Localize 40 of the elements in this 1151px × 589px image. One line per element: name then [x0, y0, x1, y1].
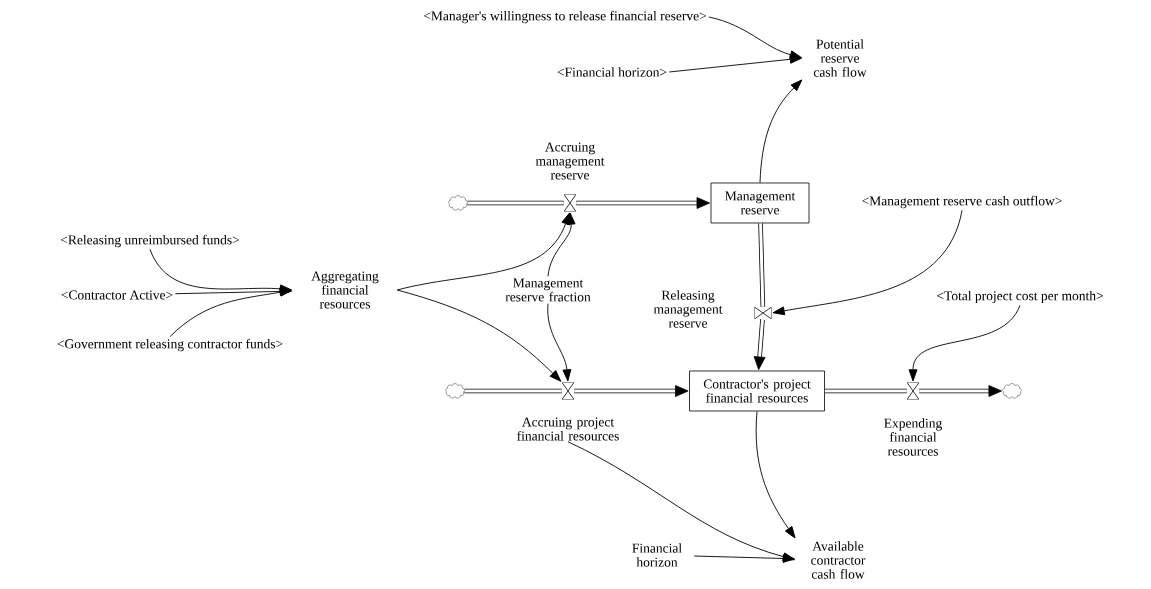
- flow-pipe: [464, 388, 562, 394]
- arrow: [668, 54, 802, 73]
- stock-box: Contractor's project financial resources: [689, 370, 825, 412]
- arrow: [547, 212, 576, 277]
- stock-box: Management reserve: [710, 182, 810, 224]
- cloud-symbol: [445, 383, 465, 399]
- arrow: [772, 209, 963, 316]
- cloud-symbol: [1002, 383, 1022, 399]
- arrow: [908, 304, 1021, 382]
- arrow: [547, 303, 572, 382]
- arrow: [396, 212, 570, 291]
- flow-label: Accruing management reserve: [535, 142, 605, 180]
- variable-label: <Manager's willingness to release financial reserve>: [423, 10, 707, 24]
- variable-label: Financial horizon: [632, 543, 682, 567]
- arrow: [396, 289, 562, 382]
- flow-pipe: [576, 197, 710, 209]
- flow-pipe: [467, 200, 564, 206]
- flow-pipe: [824, 388, 907, 394]
- variable-label: <Total project cost per month>: [937, 290, 1103, 304]
- flow-pipe: [919, 385, 1002, 397]
- flow-label: Accruing project financial resources: [517, 417, 619, 441]
- arrow: [759, 79, 803, 184]
- variable-label: <Releasing unreimbursed funds>: [60, 234, 240, 248]
- arrow: [169, 287, 292, 338]
- cloud-symbol: [448, 195, 468, 211]
- flow-label: Expending financial resources: [884, 418, 942, 456]
- variable-label: <Financial horizon>: [557, 67, 667, 77]
- flow-label: Releasing management reserve: [653, 290, 723, 328]
- variable-label: <Government releasing contractor funds>: [57, 338, 283, 352]
- variable-label: Potential reserve cash flow: [813, 39, 867, 77]
- flow-pipe: [758, 223, 766, 307]
- variable-label: Aggregating financial resources: [311, 271, 379, 309]
- variable-label: Management reserve fraction: [505, 278, 591, 302]
- variable-label: <Contractor Active>: [61, 290, 173, 300]
- variable-label: <Management reserve cash outflow>: [862, 195, 1062, 209]
- arrow: [755, 410, 796, 539]
- flow-pipe: [574, 385, 689, 397]
- flow-pipe: [753, 319, 766, 370]
- arrow: [693, 554, 795, 563]
- variable-label: Available contractor cash flow: [811, 541, 866, 579]
